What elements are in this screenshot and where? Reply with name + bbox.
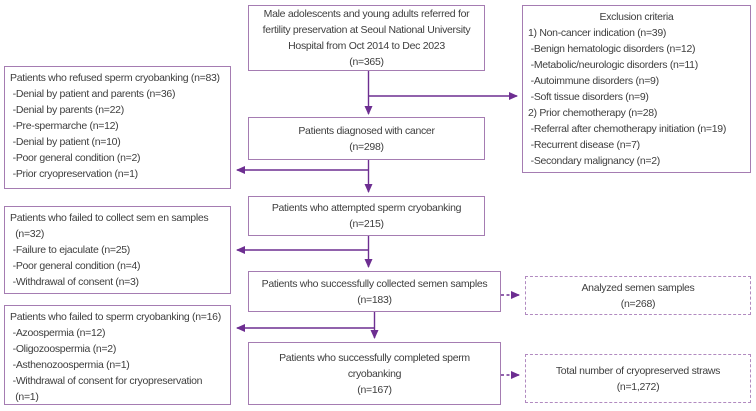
text-line: (n=268) (620, 297, 656, 310)
text-line: (n=167) (357, 383, 392, 396)
text-line: -Withdrawal of consent (n=3) (10, 276, 139, 288)
text-line: (n=1,272) (616, 380, 660, 393)
box-diagnosed-cancer: Patients diagnosed with cancer (n=298) (248, 117, 485, 160)
text-line: Patients who refused sperm cryobanking (… (10, 72, 220, 84)
text-line: Patients who failed to collect sem en sa… (10, 212, 209, 224)
text-line: 2) Prior chemotherapy (n=28) (528, 107, 658, 119)
text-line: -Metabolic/neurologic disorders (n=11) (528, 59, 699, 71)
text-line: -Denial by patient and parents (n=36) (10, 88, 176, 100)
text-line: Patients who failed to sperm cryobanking… (10, 311, 221, 323)
text-line: -Oligozoospermia (n=2) (10, 343, 117, 355)
text-line: -Pre-spermarche (n=12) (10, 120, 119, 132)
text-line: Hospital from Oct 2014 to Dec 2023 (288, 40, 445, 52)
text-line: cryobanking (347, 367, 402, 380)
text-line: -Prior cryopreservation (n=1) (10, 168, 139, 180)
box-cryopreserved-straws: Total number of cryopreserved straws (n=1… (525, 354, 751, 403)
text-line: (n=1) (10, 391, 39, 403)
box-refused-cryobanking: Patients who refused sperm cryobanking (… (4, 66, 231, 189)
text-line: (n=215) (349, 218, 384, 230)
text-line: (n=365) (349, 56, 384, 68)
text-line: -Referral after chemotherapy initiation … (528, 123, 727, 135)
text-line: (n=32) (10, 228, 45, 240)
text-line: Total number of cryopreserved straws (555, 364, 721, 377)
box-attempted-cryobanking: Patients who attempted sperm cryobanking… (248, 196, 485, 236)
box-exclusion-criteria: Exclusion criteria 1) Non-cancer indicati… (522, 5, 751, 173)
box-analyzed-semen-samples: Analyzed semen samples (n=268) (525, 276, 751, 315)
text-line: -Withdrawal of consent for cryopreservat… (10, 375, 203, 387)
text-line: 1) Non-cancer indication (n=39) (528, 27, 667, 39)
text-line: (n=298) (349, 140, 384, 153)
text-line: -Asthenozoospermia (n=1) (10, 359, 130, 371)
text-line: Analyzed semen samples (581, 281, 695, 294)
box-failed-semen-collection: Patients who failed to collect sem en sa… (4, 206, 231, 294)
text-line: -Secondary malignancy (n=2) (528, 155, 661, 167)
text-line: -Failure to ejaculate (n=25) (10, 244, 131, 256)
text-line: -Autoimmune disorders (n=9) (528, 75, 659, 87)
text-line: -Denial by patient (n=10) (10, 136, 121, 148)
box-collected-semen: Patients who successfully collected seme… (248, 271, 501, 312)
box-completed-cryobanking: Patients who successfully completed sper… (248, 342, 501, 405)
box-referred-population: Male adolescents and young adults referr… (248, 5, 485, 71)
text-line: Patients who successfully collected seme… (261, 277, 488, 290)
text-line: -Benign hematologic disorders (n=12) (528, 43, 696, 55)
text-line: -Poor general condition (n=4) (10, 260, 141, 272)
text-line: -Recurrent disease (n=7) (528, 139, 641, 151)
text-line: fertility preservation at Seoul National… (262, 24, 471, 36)
text-line: Patients who attempted sperm cryobanking (271, 202, 462, 214)
text-line: Exclusion criteria (599, 11, 674, 23)
text-line: -Poor general condition (n=2) (10, 152, 141, 164)
text-line: -Denial by parents (n=22) (10, 104, 125, 116)
text-line: (n=183) (357, 293, 392, 306)
text-line: Patients diagnosed with cancer (298, 124, 435, 137)
text-line: Patients who successfully completed sper… (279, 351, 470, 364)
text-line: Male adolescents and young adults referr… (263, 8, 470, 20)
text-line: -Azoospermia (n=12) (10, 327, 106, 339)
text-line: -Soft tissue disorders (n=9) (528, 91, 649, 103)
box-failed-cryobanking: Patients who failed to sperm cryobanking… (4, 305, 231, 405)
